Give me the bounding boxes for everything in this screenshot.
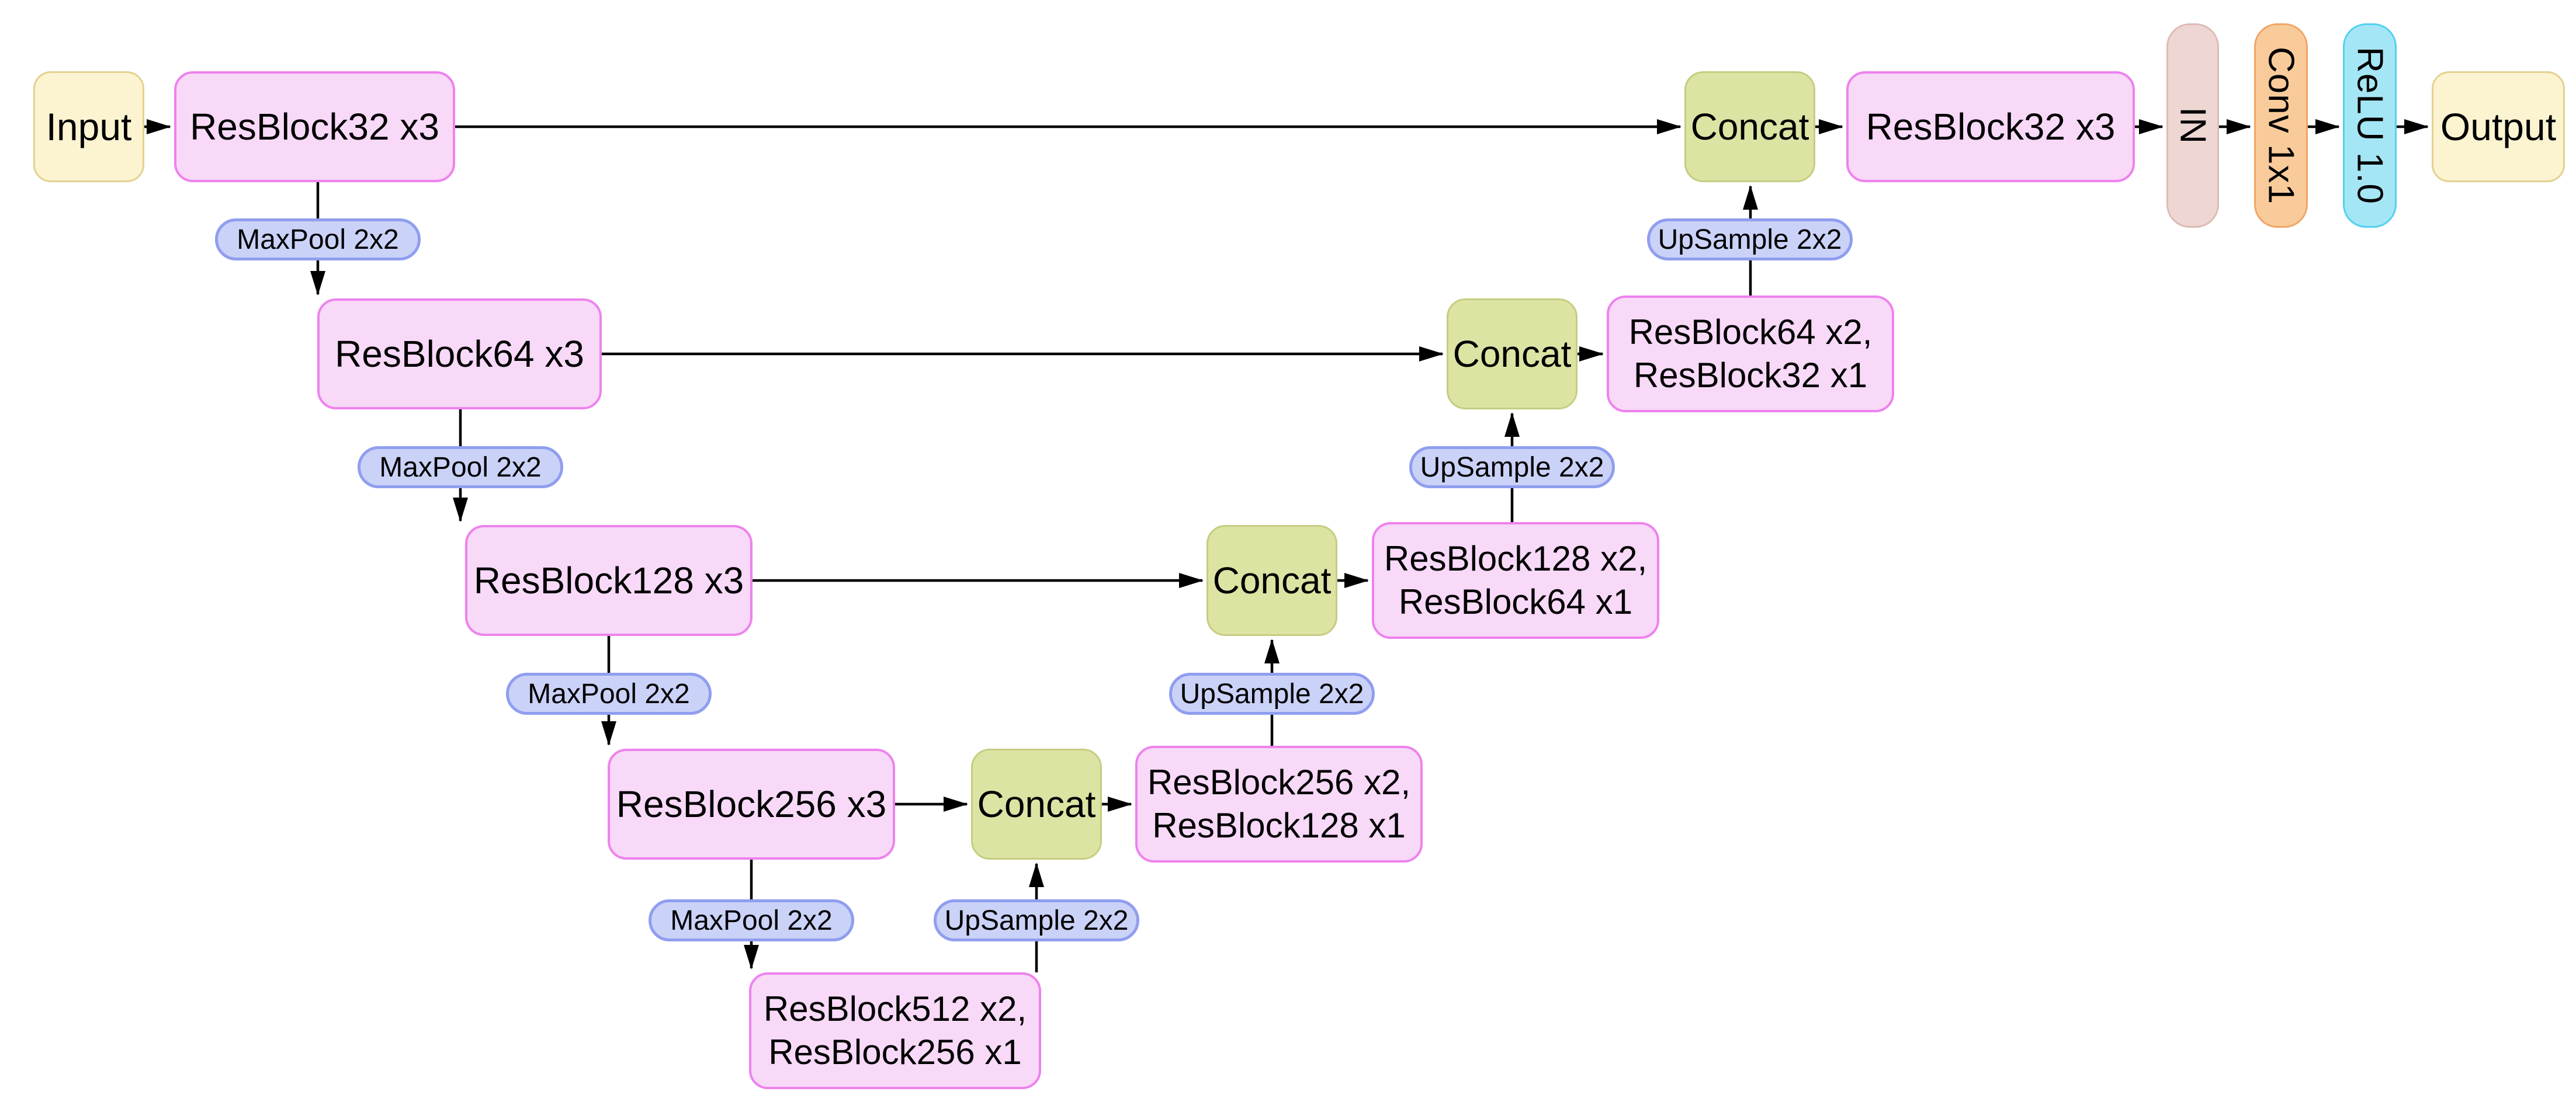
node-resblock64-encoder: ResBlock64 x3 [317, 298, 602, 409]
node-resblock32-encoder: ResBlock32 x3 [174, 71, 455, 182]
node-concat-4: Concat [971, 749, 1102, 860]
decoder256-line2: ResBlock128 x1 [1152, 806, 1406, 845]
node-resblock64-decoder: ResBlock64 x2, ResBlock32 x1 [1607, 296, 1894, 412]
node-concat-3: Concat [1206, 525, 1337, 636]
pill-upsample-3: UpSample 2x2 [1169, 673, 1375, 715]
node-input: Input [33, 71, 144, 182]
pill-upsample-2: UpSample 2x2 [1409, 446, 1615, 488]
decoder64-line2: ResBlock32 x1 [1633, 356, 1868, 395]
node-resblock128-decoder: ResBlock128 x2, ResBlock64 x1 [1372, 522, 1659, 639]
node-resblock32-decoder: ResBlock32 x3 [1846, 71, 2135, 182]
decoder128-line1: ResBlock128 x2, [1384, 538, 1648, 578]
decoder64-line1: ResBlock64 x2, [1628, 312, 1873, 352]
decoder128-line2: ResBlock64 x1 [1398, 582, 1633, 621]
decoder256-line1: ResBlock256 x2, [1147, 762, 1411, 802]
node-resblock256-encoder: ResBlock256 x3 [608, 749, 895, 860]
pill-upsample-4: UpSample 2x2 [934, 899, 1139, 941]
node-concat-1: Concat [1684, 71, 1815, 182]
pill-maxpool-2: MaxPool 2x2 [358, 446, 563, 488]
pill-maxpool-3: MaxPool 2x2 [506, 673, 712, 715]
bottleneck-line1: ResBlock512 x2, [763, 989, 1027, 1028]
pill-maxpool-4: MaxPool 2x2 [649, 899, 854, 941]
pill-upsample-1: UpSample 2x2 [1647, 218, 1853, 260]
node-concat-2: Concat [1447, 298, 1578, 409]
node-resblock256-decoder: ResBlock256 x2, ResBlock128 x1 [1135, 746, 1423, 863]
node-relu: ReLU 1.0 [2343, 23, 2397, 228]
node-conv-1x1: Conv 1x1 [2254, 23, 2308, 228]
node-resblock128-encoder: ResBlock128 x3 [465, 525, 753, 636]
node-bottleneck: ResBlock512 x2, ResBlock256 x1 [749, 972, 1041, 1089]
node-instance-norm: IN [2166, 23, 2219, 228]
bottleneck-line2: ResBlock256 x1 [768, 1033, 1022, 1072]
node-output: Output [2432, 71, 2565, 182]
pill-maxpool-1: MaxPool 2x2 [215, 218, 421, 260]
